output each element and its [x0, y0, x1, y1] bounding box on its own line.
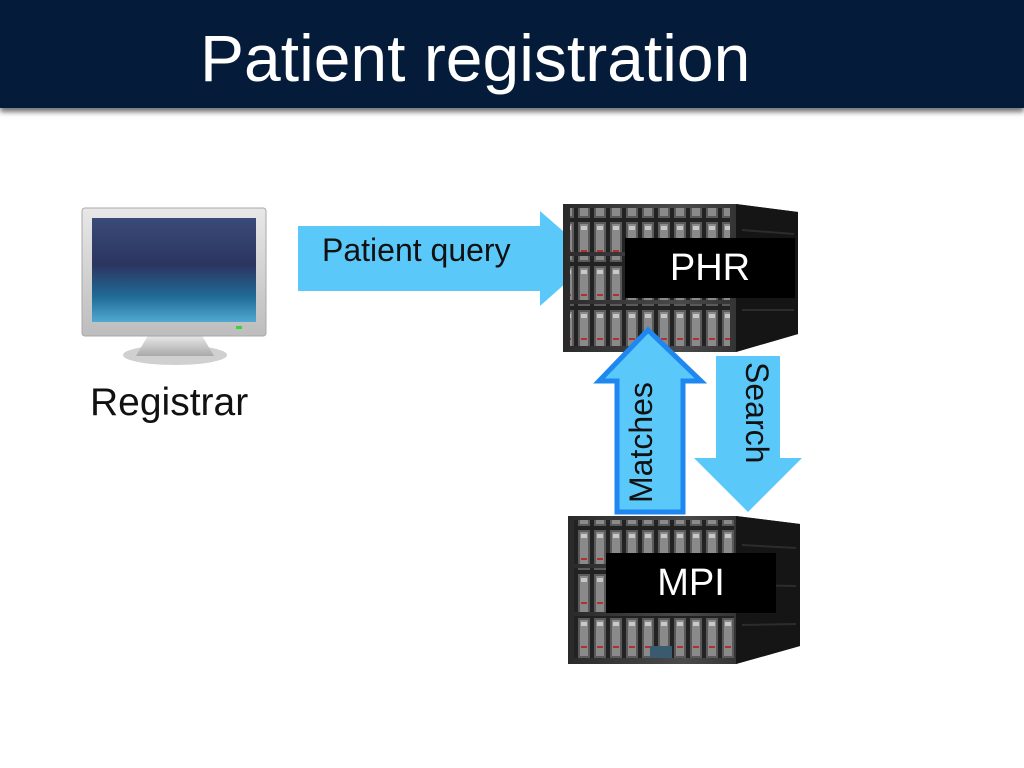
registrar-label: Registrar	[90, 381, 249, 424]
matches-label: Matches	[623, 382, 659, 503]
search-label: Search	[739, 362, 775, 464]
patient-query-arrow	[298, 211, 594, 306]
monitor-icon	[81, 207, 267, 365]
search-arrow	[694, 356, 802, 512]
phr-label: PHR	[625, 238, 795, 298]
page-title: Patient registration	[200, 21, 751, 95]
matches-arrow	[593, 326, 708, 515]
patient-query-label: Patient query	[322, 232, 511, 268]
title-bar: Patient registration	[0, 0, 1024, 108]
mpi-label: MPI	[606, 553, 776, 613]
